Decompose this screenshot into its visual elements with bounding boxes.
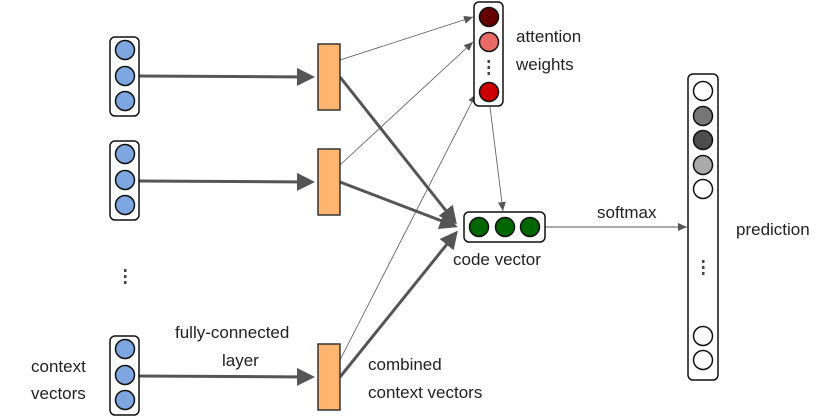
prediction-vector (687, 73, 719, 381)
context-node (114, 39, 136, 61)
attention-label-line2: weights (515, 55, 574, 74)
prediction-node (692, 349, 714, 371)
context-vector (109, 140, 140, 221)
context-node (114, 364, 136, 386)
attention-node (478, 6, 500, 28)
context-vector (109, 36, 140, 117)
prediction-node (692, 325, 714, 347)
code-vector-label: code vector (453, 250, 541, 269)
context-node (114, 389, 136, 411)
ellipsis-icon (487, 60, 490, 75)
edge (137, 367, 315, 386)
edge (339, 15, 474, 61)
context-ellipsis-icon (124, 269, 127, 284)
edge (338, 76, 457, 225)
attention-node (478, 31, 500, 53)
attention-container (473, 1, 504, 107)
edge-attention-to-code (489, 106, 506, 212)
code-node (494, 216, 516, 238)
edge (137, 172, 315, 191)
softmax-label: softmax (597, 203, 657, 222)
context-label-line2: vectors (31, 384, 86, 403)
edge (339, 41, 474, 166)
edges-fc-to-attention (339, 15, 477, 361)
edges-fc-to-code (338, 76, 458, 378)
code-node (468, 216, 490, 238)
prediction-node (692, 178, 714, 200)
combined-label-line1: combined (368, 355, 442, 374)
fc-label-line2: layer (222, 351, 259, 370)
code-vector (463, 211, 546, 243)
attention-label-line1: attention (516, 27, 581, 46)
fc-label-line1: fully-connected (175, 323, 289, 342)
attention-weights (473, 1, 504, 107)
prediction-node (692, 80, 714, 102)
prediction-node (692, 129, 714, 151)
edge (339, 93, 477, 361)
context-node (114, 169, 136, 191)
ellipsis-icon (702, 260, 705, 275)
context-node (114, 143, 136, 165)
edge (137, 67, 315, 86)
prediction-node (692, 154, 714, 176)
code-node (519, 216, 541, 238)
context-vectors (109, 36, 140, 416)
fc-layer-node (317, 343, 341, 411)
context-vector (109, 335, 140, 416)
prediction-container (687, 73, 719, 381)
context-node (114, 90, 136, 112)
attention-node (478, 81, 500, 103)
prediction-node (692, 105, 714, 127)
fc-layers (317, 43, 341, 411)
fc-layer-node (317, 148, 341, 216)
edge (339, 180, 458, 230)
context-node (114, 194, 136, 216)
edges-context-to-fc (137, 67, 315, 386)
combined-label-line2: context vectors (368, 383, 482, 402)
context-label-line1: context (31, 357, 86, 376)
context-node (114, 65, 136, 87)
context-node (114, 338, 136, 360)
fc-layer-node (317, 43, 341, 111)
prediction-label: prediction (736, 220, 810, 239)
edge (338, 230, 458, 378)
